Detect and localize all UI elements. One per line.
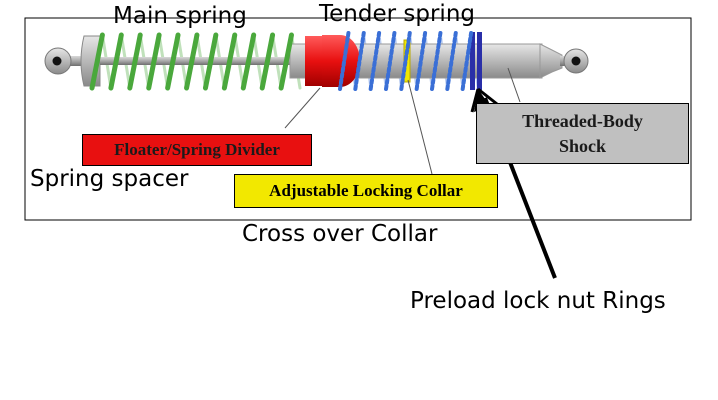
spring-coil-front — [445, 31, 458, 91]
spring-coil-front — [353, 31, 366, 91]
piston-rod — [100, 57, 295, 65]
spring-coil-front — [384, 31, 397, 91]
cross-over-collar-label: Cross over Collar — [242, 221, 438, 247]
spring-coil-front — [127, 32, 143, 91]
right-eye-mount — [563, 48, 589, 74]
spring-coil-front — [368, 31, 382, 91]
spring-spacer-label: Spring spacer — [30, 166, 189, 192]
threaded-body-leader — [507, 67, 521, 103]
threaded-body-label-line1: Threaded-Body — [522, 110, 643, 131]
spring-coil-front — [430, 31, 443, 91]
spring-coil-front — [146, 32, 162, 91]
diagram-frame — [24, 17, 692, 221]
preload-lock-rings — [470, 32, 482, 90]
collar-leader — [407, 79, 433, 175]
spring-coil-front — [221, 32, 238, 91]
floater-leader — [284, 87, 321, 129]
spring-coil-front — [184, 32, 200, 91]
tender-spring-label: Tender spring — [319, 1, 475, 27]
threaded-body-label-box: Threaded-Body Shock — [476, 103, 689, 164]
spring-coil-front — [89, 32, 105, 91]
tender-spring-front — [338, 31, 474, 91]
spring-coil-front — [165, 32, 181, 91]
spring-coil-front — [338, 31, 351, 91]
spring-coil-front — [460, 31, 474, 91]
collar-label: Adjustable Locking Collar — [269, 181, 463, 200]
collar-label-box: Adjustable Locking Collar — [234, 174, 498, 208]
floater-spring-divider — [305, 35, 360, 87]
spring-coil-front — [399, 31, 412, 91]
main-spring-front — [89, 32, 294, 91]
left-eye-mount — [44, 47, 98, 75]
spring-coil-front — [108, 32, 124, 91]
spring-coil-front — [414, 31, 428, 91]
spring-coil-front — [278, 32, 294, 91]
floater-label: Floater/Spring Divider — [114, 140, 280, 159]
threaded-body-label-line2: Shock — [558, 135, 607, 156]
spring-coil-front — [202, 32, 219, 91]
spring-coil-front — [240, 32, 257, 91]
shock-body-taper — [539, 43, 563, 79]
floater-label-box: Floater/Spring Divider — [82, 134, 312, 166]
preload-label: Preload lock nut Rings — [410, 288, 666, 314]
spring-coil-front — [259, 32, 276, 91]
main-spring-label: Main spring — [113, 3, 247, 29]
